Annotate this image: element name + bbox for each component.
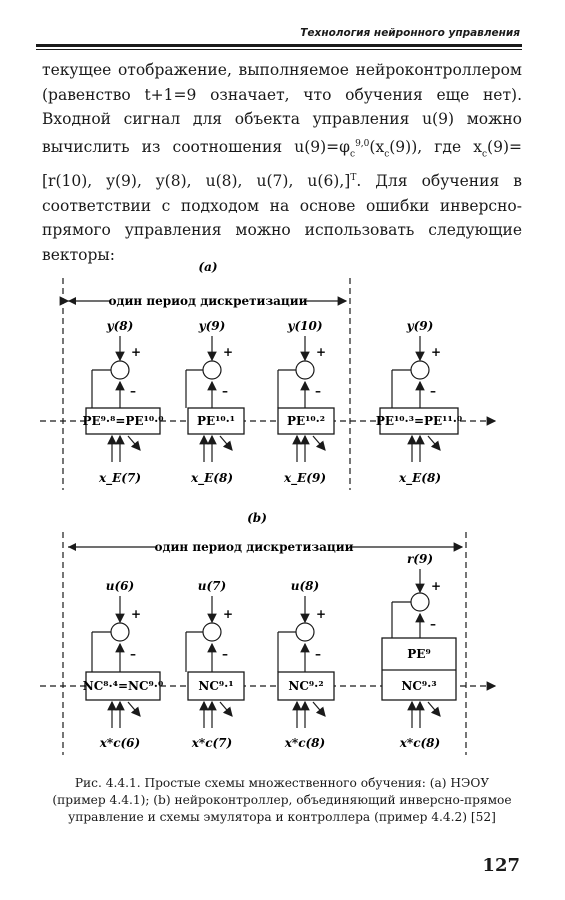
block-a1: y(8) + – PE⁹·⁸=PE¹⁰·⁰ x_E(7)	[82, 319, 163, 486]
block-a4-bottom: x_E(8)	[398, 471, 441, 486]
figure-caption: Рис. 4.4.1. Простые схемы множественного…	[42, 775, 522, 826]
block-a2-box: PE¹⁰·¹	[197, 414, 235, 428]
block-a3-top: y(10)	[286, 319, 322, 333]
block-b1-box: NC⁸·⁴=NC⁹·⁰	[83, 679, 163, 693]
block-b3-bottom: x*c(8)	[284, 736, 325, 750]
page-number: 127	[482, 855, 520, 876]
svg-text:–: –	[315, 384, 321, 398]
block-a2-bottom: x_E(8)	[190, 471, 233, 486]
block-b4-bottom: x*c(8)	[399, 736, 440, 750]
svg-text:+: +	[316, 345, 326, 359]
running-header: Технология нейронного управления	[300, 27, 520, 39]
block-a2-top: y(9)	[198, 319, 226, 333]
block-b2-top: u(7)	[198, 579, 226, 593]
svg-text:–: –	[130, 647, 136, 661]
block-b4-box: NC⁹·³	[401, 679, 436, 693]
svg-text:–: –	[430, 617, 436, 631]
period-label-b: один период дискретизации	[154, 540, 353, 554]
block-b4-top: r(9)	[407, 552, 433, 566]
block-a1-top: y(8)	[106, 319, 134, 333]
block-b4-box-top: PE⁹	[407, 647, 430, 661]
figure-b-label: (b)	[247, 511, 267, 525]
svg-text:+: +	[131, 345, 141, 359]
block-a4-box: PE¹⁰·³=PE¹¹·⁰	[376, 414, 462, 428]
block-a3: y(10) + – PE¹⁰·² x_E(9)	[277, 319, 335, 486]
block-b4: r(9) + – PE⁹ NC⁹·³ x*c(8)	[381, 552, 457, 750]
block-b2-bottom: x*c(7)	[191, 736, 232, 750]
block-b3: u(8) + – NC⁹·² x*c(8)	[277, 579, 335, 750]
svg-text:+: +	[431, 579, 441, 593]
block-b2-box: NC⁹·¹	[198, 679, 233, 693]
caption-line-3: управление и схемы эмулятора и контролле…	[68, 810, 496, 824]
header-rule-thin	[36, 49, 522, 50]
block-a1-bottom: x_E(7)	[98, 471, 141, 486]
svg-text:–: –	[315, 647, 321, 661]
svg-text:–: –	[222, 384, 228, 398]
block-a3-box: PE¹⁰·²	[287, 414, 325, 428]
svg-text:+: +	[431, 345, 441, 359]
block-a4-top: y(9)	[406, 319, 434, 333]
svg-text:–: –	[222, 647, 228, 661]
block-a3-bottom: x_E(9)	[283, 471, 326, 486]
block-a1-box: PE⁹·⁸=PE¹⁰·⁰	[82, 414, 163, 428]
svg-text:–: –	[430, 384, 436, 398]
block-b1-bottom: x*c(6)	[99, 736, 140, 750]
body-paragraph: текущее отображение, выполняемое нейроко…	[42, 61, 522, 264]
caption-line-2: (пример 4.4.1); (b) нейроконтроллер, объ…	[52, 793, 512, 807]
period-label-a: один период дискретизации	[108, 294, 307, 308]
block-a2: y(9) + – PE¹⁰·¹ x_E(8)	[185, 319, 245, 486]
block-b2: u(7) + – NC⁹·¹ x*c(7)	[185, 579, 245, 750]
block-a4: y(9) + – PE¹⁰·³=PE¹¹·⁰ x_E(8)	[376, 319, 462, 486]
svg-text:+: +	[223, 607, 233, 621]
header-rule-thick	[36, 44, 522, 47]
svg-text:–: –	[130, 384, 136, 398]
block-b1: u(6) + – NC⁸·⁴=NC⁹·⁰ x*c(6)	[83, 579, 163, 750]
figure-a-label: (a)	[198, 260, 217, 274]
caption-line-1: Рис. 4.4.1. Простые схемы множественного…	[74, 776, 490, 790]
block-b1-top: u(6)	[106, 579, 134, 593]
block-b3-top: u(8)	[291, 579, 319, 593]
svg-text:+: +	[223, 345, 233, 359]
svg-text:+: +	[131, 607, 141, 621]
svg-text:+: +	[316, 607, 326, 621]
block-b3-box: NC⁹·²	[288, 679, 323, 693]
